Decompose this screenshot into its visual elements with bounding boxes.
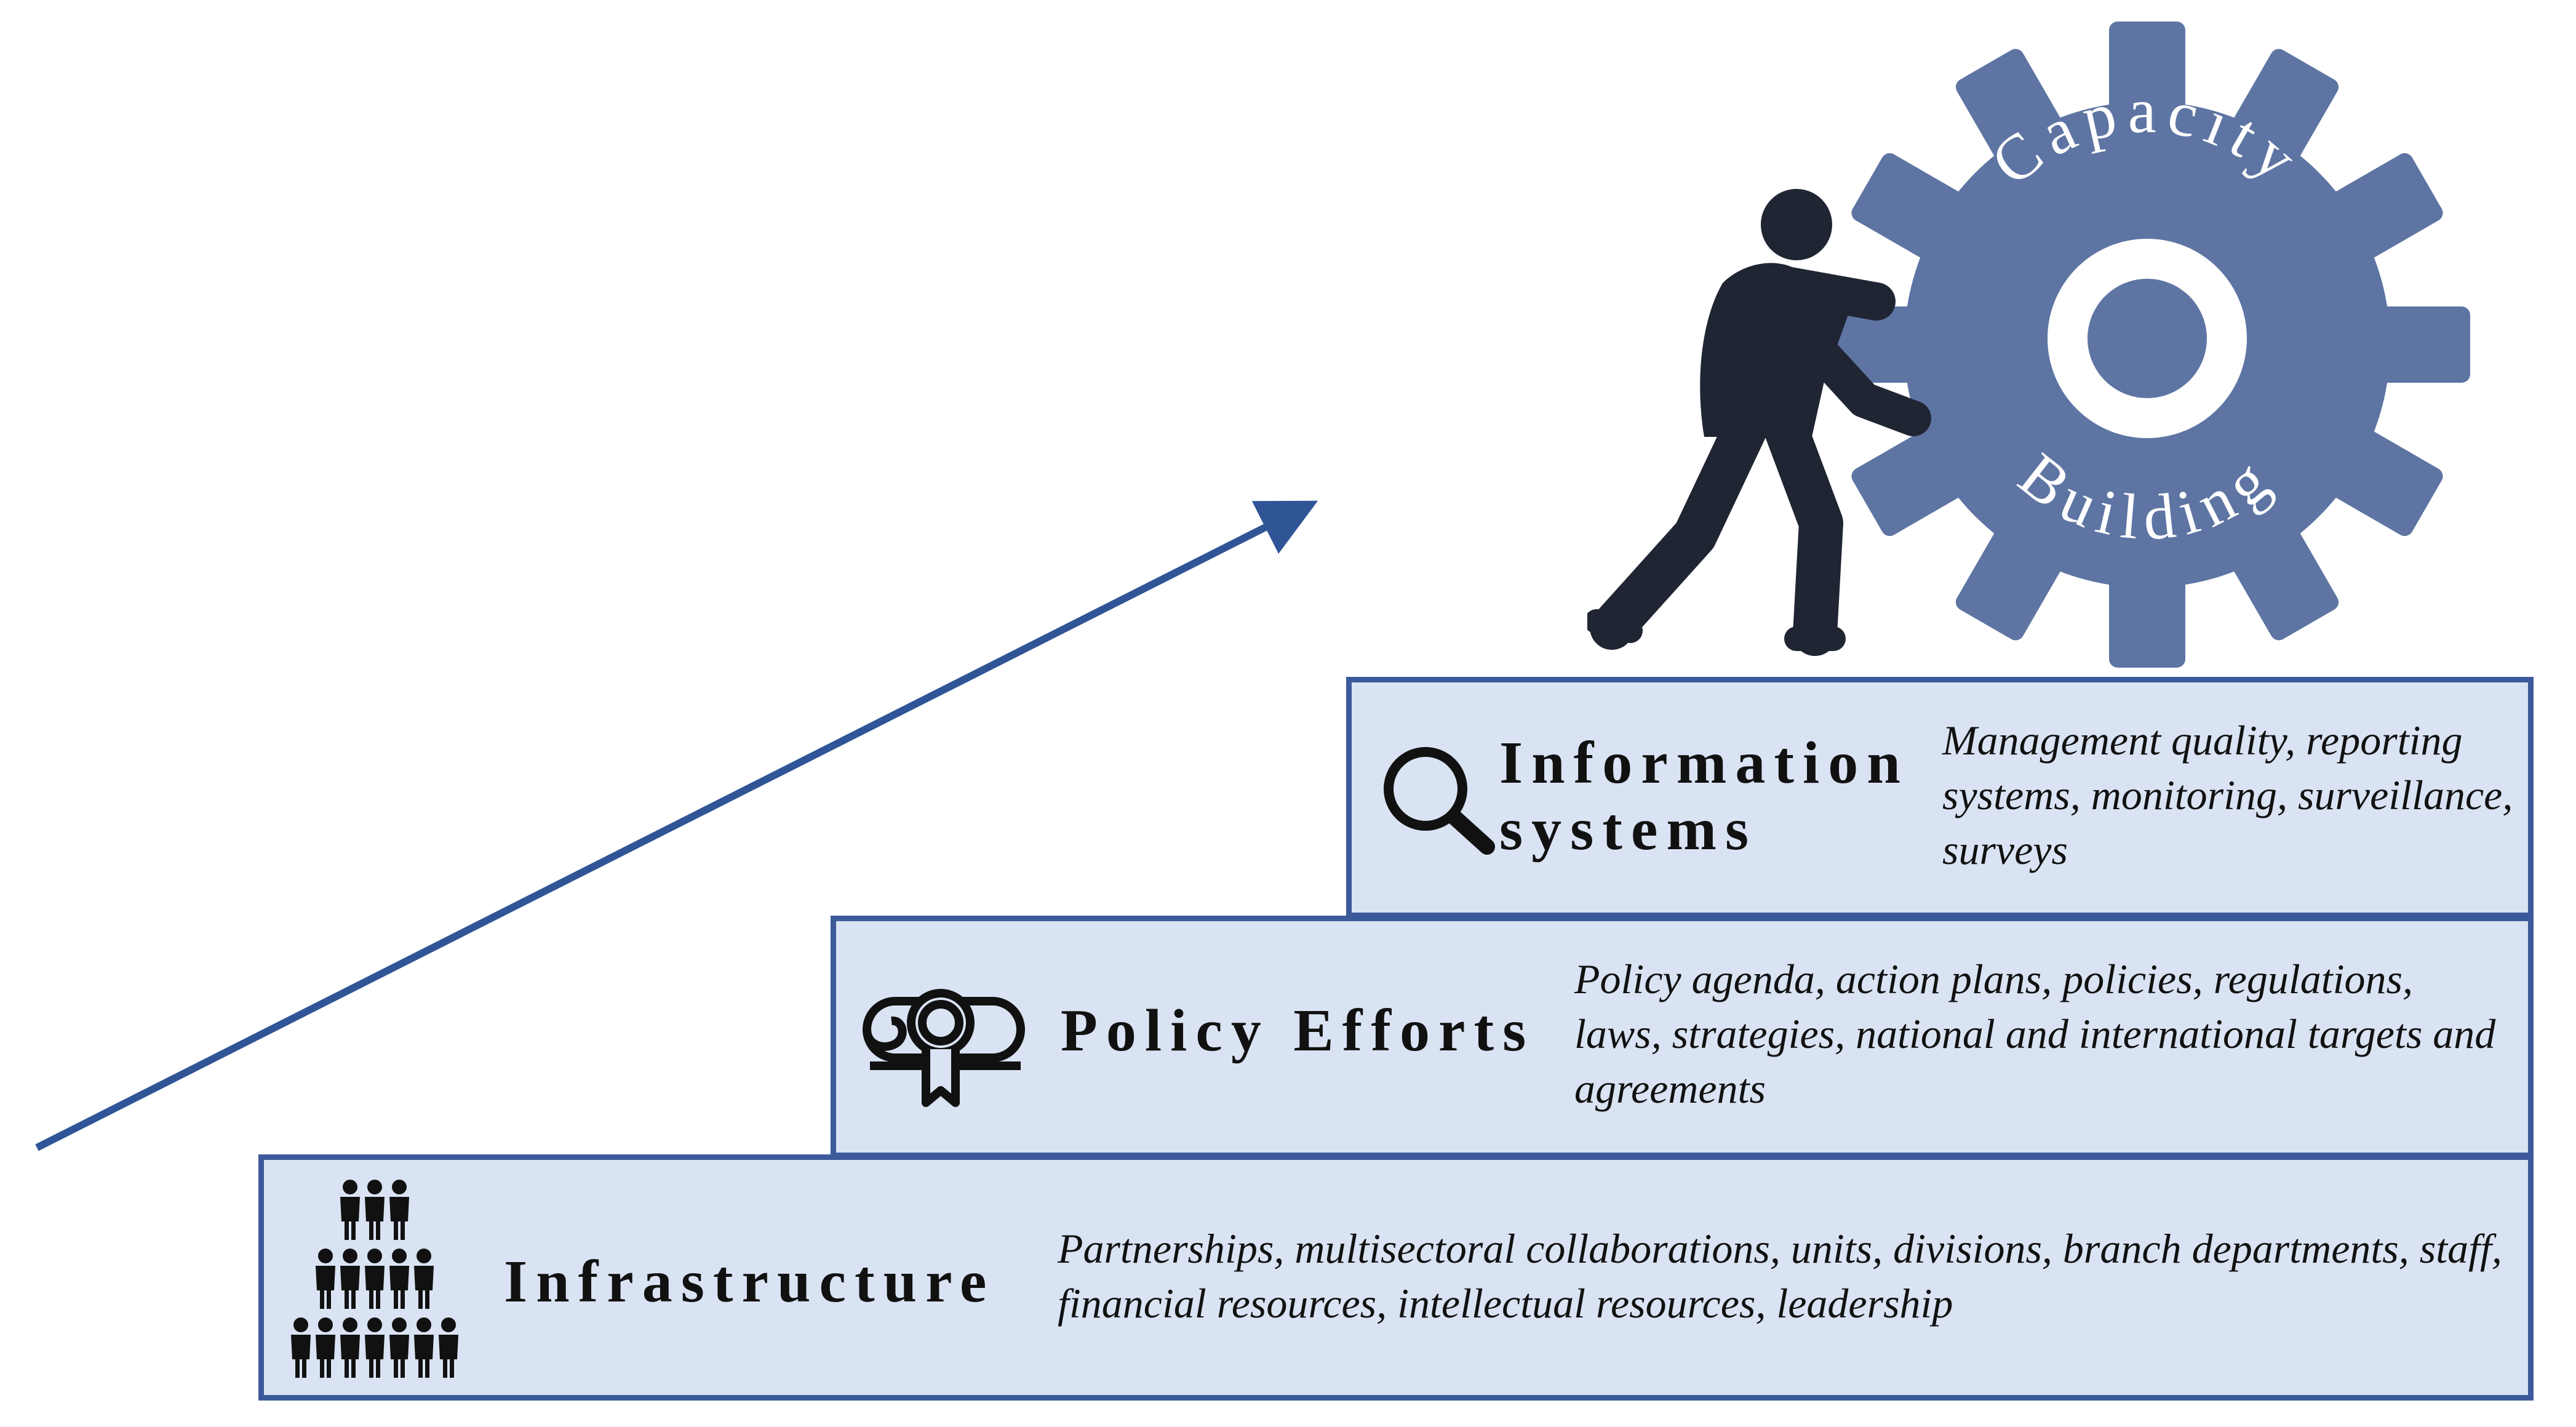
step-policy-efforts: Policy Efforts Policy agenda, action pla… (831, 916, 2534, 1158)
step-infrastructure: Infrastructure Partnerships, multisector… (258, 1154, 2534, 1401)
person-figure (340, 1317, 360, 1378)
policy-scroll-ribbon-icon (863, 989, 1025, 1107)
step-title-policy-efforts: Policy Efforts (1061, 997, 1535, 1064)
person-figure (291, 1317, 311, 1378)
person-figure (389, 1180, 409, 1240)
person-figure (439, 1317, 458, 1378)
person-pushing-icon (1587, 189, 1931, 656)
step-information-systems: Information systems Management quality, … (1346, 677, 2534, 918)
step-title-information: Information (1499, 730, 1909, 796)
person-figure (389, 1317, 409, 1378)
person-figure (316, 1249, 335, 1309)
person-figure (414, 1249, 434, 1309)
person-figure (389, 1249, 409, 1309)
person-figure (365, 1317, 385, 1378)
person-figure (365, 1180, 385, 1240)
step-description-policy-efforts: Policy agenda, action plans, policies, r… (1574, 956, 2496, 1112)
person-figure (340, 1180, 360, 1240)
person-figure (340, 1249, 360, 1309)
people-pyramid-icon (291, 1180, 458, 1378)
step-title-systems: systems (1499, 796, 1758, 863)
gear-hub (2088, 279, 2207, 398)
person-figure (414, 1317, 434, 1378)
step-title-infrastructure: Infrastructure (504, 1249, 995, 1315)
person-figure (365, 1249, 385, 1309)
gear-icon: Capacity Building (1824, 22, 2470, 668)
magnifying-glass-icon (1384, 747, 1495, 855)
step-description-infrastructure: Partnerships, multisectoral collaboratio… (1058, 1225, 2502, 1327)
person-figure (316, 1317, 335, 1378)
step-description-information-systems: Management quality, reporting systems, m… (1942, 717, 2513, 873)
